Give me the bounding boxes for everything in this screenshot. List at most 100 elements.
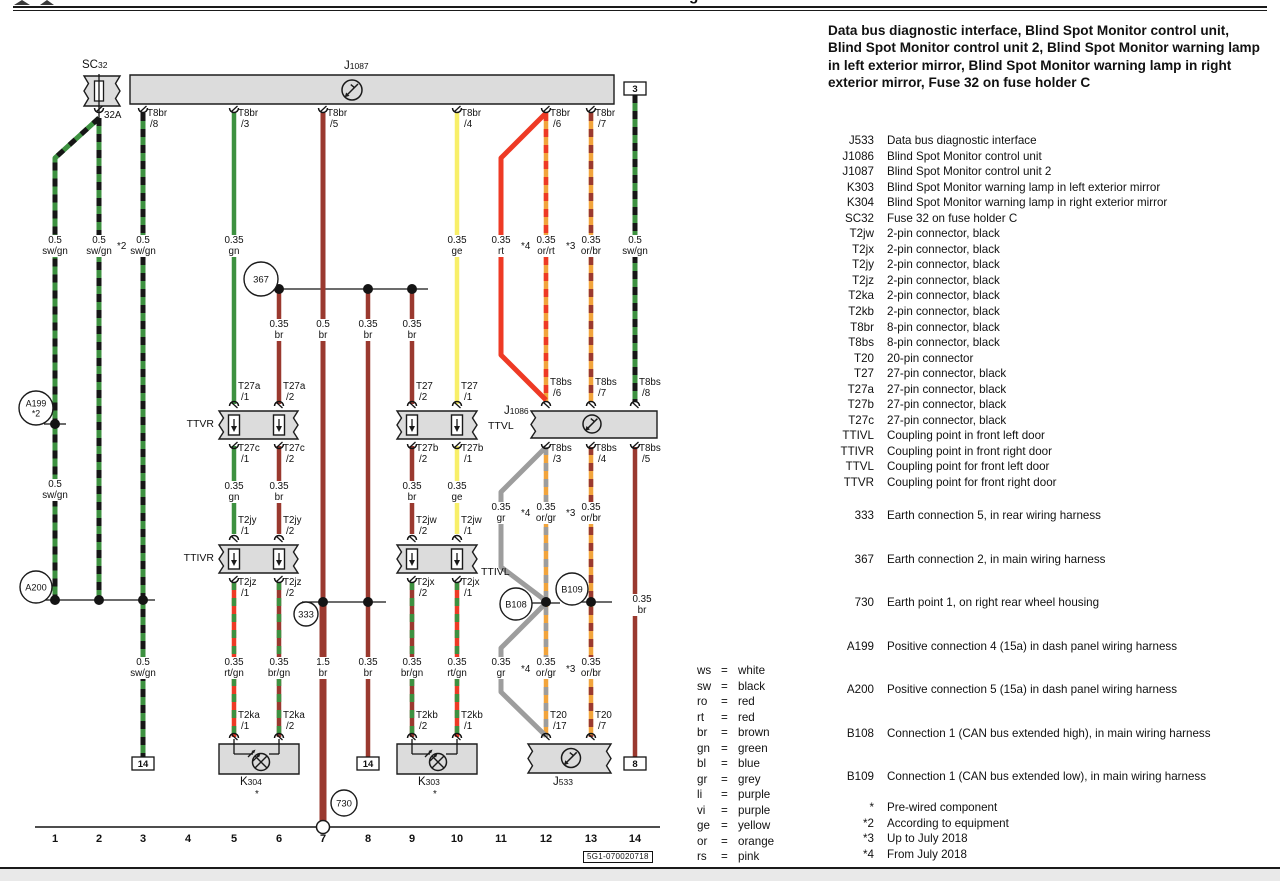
color-name: purple	[738, 803, 771, 817]
connector-cup-arrow	[139, 105, 147, 113]
node-circle-A200	[19, 570, 53, 604]
color-key-row: ro = red	[697, 694, 774, 710]
connector-cup-icon	[228, 443, 240, 450]
connector-cup-icon	[406, 577, 418, 584]
connection-description: Connection 1 (CAN bus extended low), in …	[887, 770, 1206, 783]
connector-cup-arrow	[631, 441, 639, 449]
track-number-9: 9	[408, 833, 416, 845]
legend-row: TTIVL Coupling point in front left door	[828, 428, 1266, 444]
wire-color-key: ws = white sw = black ro = red rt = red …	[697, 663, 774, 865]
connector-cup-icon	[406, 732, 418, 739]
legend-row: T8bs 8-pin connector, black	[828, 335, 1266, 351]
connector-cup-icon	[629, 443, 641, 450]
legend-row: J1086 Blind Spot Monitor control unit	[828, 149, 1266, 165]
component-description: Coupling point in front right door	[887, 444, 1052, 458]
footnote-marker: *3	[566, 508, 576, 519]
connector-cup-arrow	[230, 575, 238, 583]
equals-sign: =	[721, 788, 728, 801]
equals-sign: =	[721, 710, 728, 724]
color-code: ro	[697, 695, 708, 708]
connection-legend: 333 Earth connection 5, in rear wiring h…	[828, 508, 1266, 813]
coupling-pin-arrow	[276, 426, 282, 432]
connector-label: T27b/1	[461, 443, 484, 465]
connector-cup-icon	[451, 443, 463, 450]
legend-row: T27 27-pin connector, black	[828, 366, 1266, 382]
footnote-description: From July 2018	[887, 847, 967, 861]
node-circle-B108	[499, 587, 533, 621]
connection-code: 367	[854, 552, 874, 566]
bottom-rule	[0, 867, 1280, 869]
gateway-arrow	[566, 751, 578, 763]
color-code: ge	[697, 819, 710, 832]
connector-cup-arrow	[408, 401, 416, 409]
equals-sign: =	[721, 819, 728, 832]
legend-row: TTVL Coupling point for front left door	[828, 459, 1266, 475]
footnote-code: *3	[863, 832, 874, 845]
coupling-pin-arrow	[409, 560, 415, 566]
color-key-row: br = brown	[697, 725, 774, 741]
connector-label: T8br/4	[461, 108, 482, 130]
track-number-14: 14	[628, 833, 642, 845]
connector-cup-icon	[228, 107, 240, 114]
color-key-row: li = purple	[697, 787, 774, 803]
coupling-label-TTVL: TTVL	[488, 420, 514, 432]
component-description: 8-pin connector, black	[887, 336, 1000, 350]
connector-cup-icon	[585, 107, 597, 114]
page-header: Current Flow Diagram	[0, 0, 1280, 6]
coupling-pin-arrow	[231, 560, 237, 566]
connection-description: Positive connection 5 (15a) in dash pane…	[887, 683, 1178, 696]
component-code: TTVL	[845, 460, 874, 474]
node-label-367: 367	[253, 274, 269, 285]
component-code: T2jz	[852, 273, 874, 287]
connector-cup-arrow	[408, 575, 416, 583]
component-description: Data bus diagnostic interface	[887, 134, 1037, 147]
color-code: or	[697, 834, 708, 848]
node-label-730: 730	[336, 798, 352, 809]
connector-label: T2kb/2	[416, 710, 438, 732]
legend-row: T2jx 2-pin connector, black	[828, 242, 1266, 258]
color-name: red	[738, 710, 755, 724]
track-number-12: 12	[539, 833, 553, 845]
connection-code: 730	[854, 596, 874, 609]
connector-cup-arrow	[230, 441, 238, 449]
track-number-4: 4	[184, 833, 192, 845]
coupling-pin-arrow	[454, 560, 460, 566]
connector-cup-arrow	[408, 441, 416, 449]
component-code: T8bs	[848, 336, 874, 350]
connection-description: Positive connection 4 (15a) in dash pane…	[887, 639, 1178, 653]
connection-code: B109	[846, 770, 874, 783]
connector-cup-icon	[406, 443, 418, 450]
legend-row: B109 Connection 1 (CAN bus extended low)…	[828, 769, 1266, 785]
component-code: T2kb	[848, 305, 874, 319]
connector-cup-arrow	[453, 441, 461, 449]
top-rule-2	[13, 9, 1267, 11]
track-number-11: 11	[495, 833, 507, 845]
component-description: Fuse 32 on fuse holder C	[887, 211, 1018, 225]
color-key-row: ws = white	[697, 663, 774, 679]
connector-cup-arrow	[631, 401, 639, 409]
legend-row: *3 Up to July 2018	[828, 831, 1266, 847]
component-label-J1086: J1086	[504, 405, 529, 417]
footnote-description: Pre-wired component	[887, 801, 998, 814]
gateway-arrowhead	[344, 92, 350, 98]
legend-row: 333 Earth connection 5, in rear wiring h…	[828, 508, 1266, 524]
footnote-code: *	[869, 801, 874, 814]
color-name: green	[738, 741, 768, 755]
connector-cup-icon	[451, 732, 463, 739]
connector-cup-arrow	[95, 105, 103, 113]
earth-point-icon	[315, 819, 331, 835]
wire-gn/sw	[52, 116, 101, 600]
color-code: ws	[697, 664, 712, 677]
component-description: 2-pin connector, black	[887, 305, 1000, 319]
color-name: pink	[738, 850, 760, 863]
lamp-arrowhead	[428, 749, 433, 754]
legend-row: T8br 8-pin connector, black	[828, 320, 1266, 336]
component-label-J533: J533	[553, 776, 573, 788]
